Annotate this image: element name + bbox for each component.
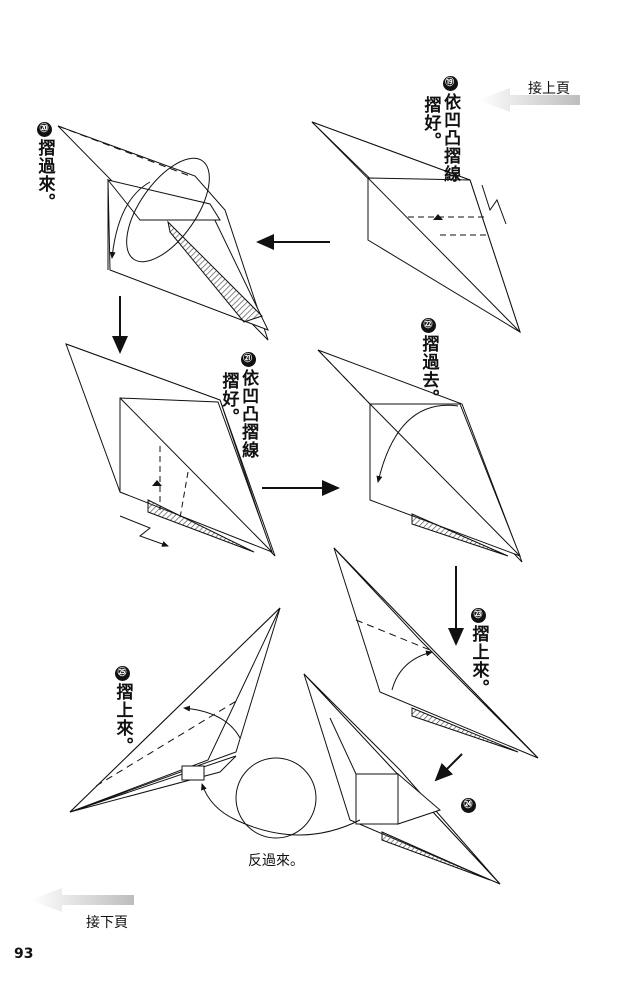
step-24-label: ㉔ (458, 798, 478, 815)
step-22-label: ㉒摺過去。 (418, 318, 439, 407)
step-19-text-line1: 依凹凸摺線 (440, 93, 461, 183)
flip-label: 反過來。 (248, 853, 304, 869)
step-21-text-line1: 依凹凸摺線 (238, 369, 259, 459)
step-21-label: ㉑依凹凸摺線 摺好。 (218, 352, 259, 459)
step-25-number: ㉕ (115, 666, 131, 681)
step-25-text: 摺上來。 (112, 683, 133, 755)
step-24-number: ㉔ (461, 798, 477, 813)
step-20-number: ⑳ (37, 122, 53, 137)
arrow-23-to-24 (434, 753, 463, 782)
continue-to-arrow (30, 888, 134, 912)
continue-to-label: 接下頁 (86, 915, 128, 931)
step-21-number: ㉑ (240, 352, 256, 367)
step-20-label: ⑳ 摺過來。 (34, 122, 55, 211)
step-20-text: 摺過來。 (34, 139, 55, 211)
step-23-number: ㉓ (471, 608, 487, 623)
step-23-label: ㉓摺上來。 (468, 608, 489, 697)
step-25-diagram (69, 607, 281, 813)
page-number: 93 (14, 946, 34, 962)
step-22-number: ㉒ (421, 318, 437, 333)
step-20-diagram (57, 125, 269, 341)
step-23-diagram (333, 547, 539, 759)
flip-circle (201, 757, 361, 839)
step-23-text: 摺上來。 (468, 625, 489, 697)
step-21-diagram (65, 343, 276, 557)
step-22-diagram (317, 349, 523, 563)
step-19-diagram (311, 121, 521, 334)
continue-from-arrow (478, 88, 580, 112)
step-21-text-line2: 摺好。 (218, 372, 239, 426)
step-22-text: 摺過去。 (418, 335, 439, 407)
step-19-number: ⑲ (442, 76, 458, 91)
continue-from-label: 接上頁 (528, 81, 570, 97)
step-25-label: ㉕摺上來。 (112, 666, 133, 755)
step-24-diagram (303, 673, 501, 885)
step-19-text-line2: 摺好。 (420, 96, 441, 150)
step-19-label: ⑲ 依凹凸摺線 摺好。 (420, 76, 461, 183)
